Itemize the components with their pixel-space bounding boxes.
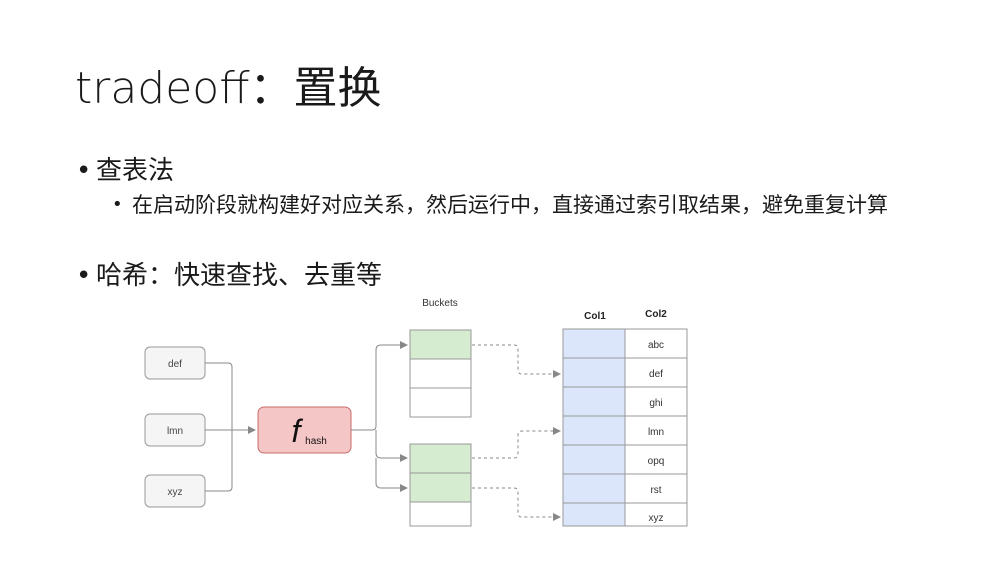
table-rows: abc def ghi lmn opq rst xyz: [562, 328, 688, 527]
buckets-label: Buckets: [422, 298, 458, 309]
bullet-dot: •: [76, 156, 92, 186]
bullet-hash-text: 哈希：快速查找、去重等: [96, 261, 383, 291]
table-value: opq: [648, 456, 665, 467]
dotted-connector-2: [472, 427, 561, 459]
bullet-lookup-table: •查表法: [76, 150, 174, 187]
table-cell-col2: [624, 328, 688, 359]
table-cell-col1: [562, 386, 626, 417]
bucket-1: [409, 329, 472, 360]
connector-xyz-hash: [205, 430, 233, 492]
table-cell-col1: [562, 444, 626, 475]
table-cell-col2: [624, 444, 688, 475]
dotted-connector-3: [472, 487, 561, 521]
bucket-3: [409, 387, 472, 418]
bucket-5: [409, 472, 472, 503]
bullet-hash: •哈希：快速查找、去重等: [76, 255, 382, 292]
bucket-6: [409, 501, 472, 527]
table-cell-col1: [562, 473, 626, 504]
table-value: rst: [650, 485, 661, 496]
sub-bullet-precompute-text: 在启动阶段就构建好对应关系，然后运行中，直接通过索引取结果，避免重复计算: [132, 193, 888, 217]
table-header-col1: Col1: [584, 311, 606, 322]
bullet-dot: •: [76, 261, 92, 291]
table-value: def: [649, 369, 663, 380]
table-cell-col1: [562, 415, 626, 446]
bucket-2: [409, 358, 472, 389]
table-value: xyz: [649, 513, 664, 524]
connector-def-hash: [205, 362, 233, 430]
bucket-4: [409, 443, 472, 474]
dotted-connector-1: [472, 344, 561, 378]
table-cell-col2: [624, 502, 688, 527]
table-cell-col1: [562, 502, 626, 527]
slide-title: tradeoff：置换: [75, 63, 382, 114]
table-cell-col2: [624, 386, 688, 417]
table-header-col2: Col2: [645, 309, 667, 320]
connector-hash-bucket-1: [351, 341, 408, 431]
input-label-lmn: lmn: [167, 426, 183, 437]
hash-function-label: hash: [305, 436, 327, 447]
input-label-def: def: [168, 359, 182, 370]
connector-hash-bucket-6: [375, 458, 408, 492]
bullet-lookup-table-text: 查表法: [96, 156, 175, 186]
sub-bullet-precompute: • 在启动阶段就构建好对应关系，然后运行中，直接通过索引取结果，避免重复计算: [112, 192, 932, 218]
input-label-xyz: xyz: [168, 487, 183, 498]
sub-bullet-dot: •: [112, 194, 123, 215]
table-cell-col1: [562, 328, 626, 359]
table-value: abc: [648, 340, 664, 351]
table-value: ghi: [649, 398, 662, 409]
table-cell-col2: [624, 415, 688, 446]
table-cell-col1: [562, 357, 626, 388]
connector-hash-bucket-5: [375, 430, 408, 462]
table-value: lmn: [648, 427, 664, 438]
